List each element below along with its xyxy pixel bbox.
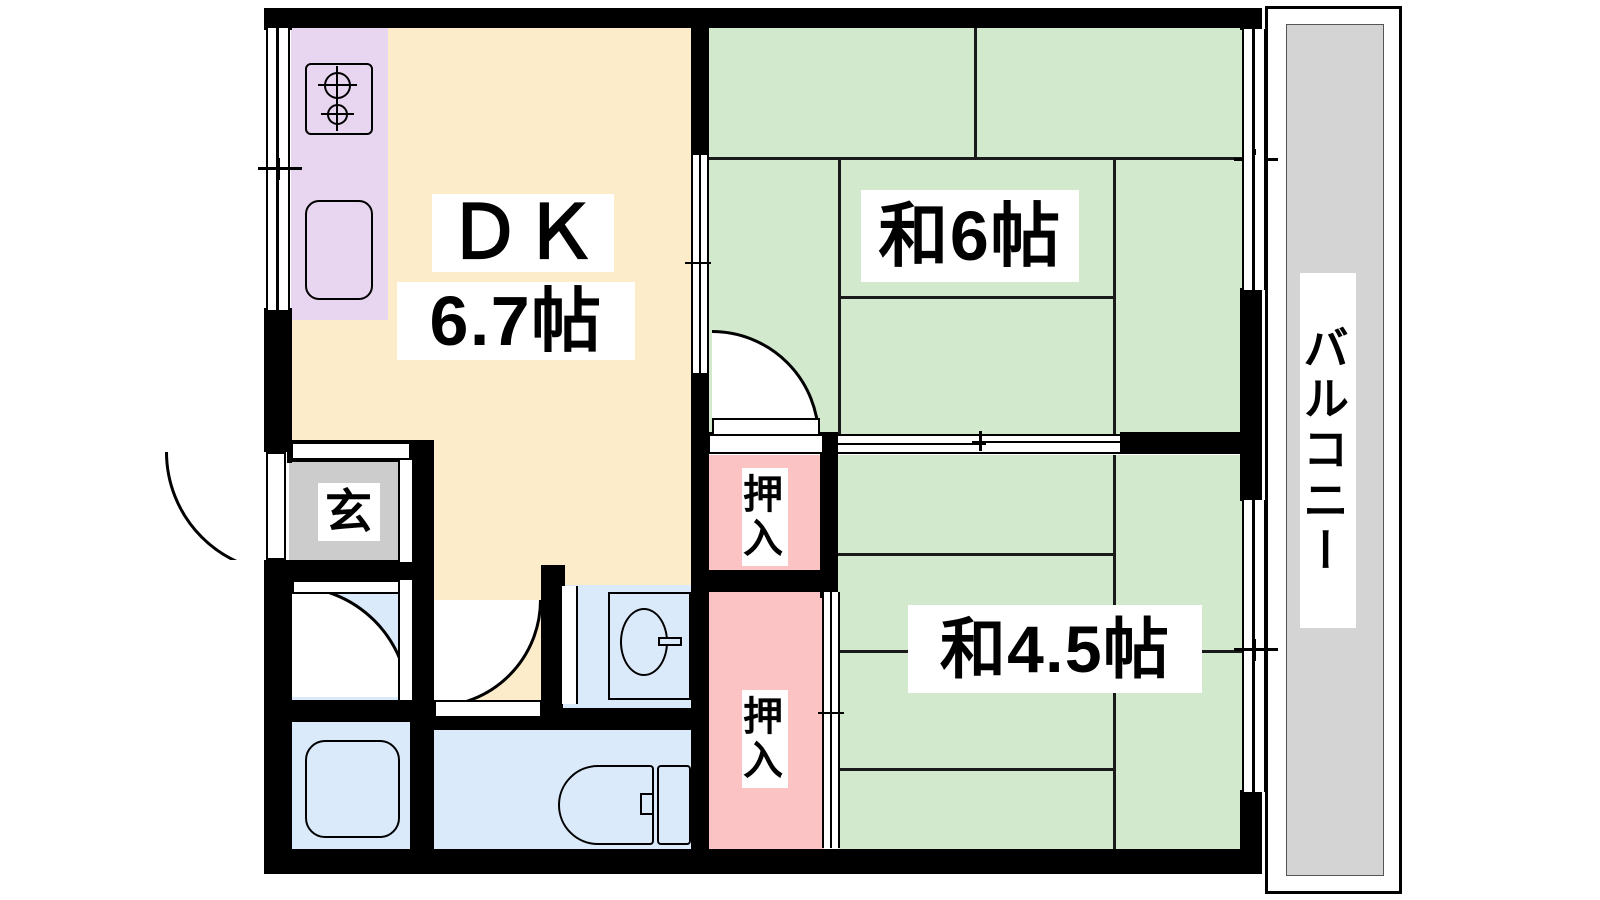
fusuma-panel-line-a — [838, 443, 986, 445]
balcony-outer-frame — [1265, 6, 1402, 894]
wall-bath-divider — [283, 700, 434, 722]
exterior-wall-right-top — [1240, 8, 1262, 30]
washitsu6-label: 和6帖 — [861, 190, 1079, 282]
dk-label-line2: 6.7帖 — [397, 282, 635, 360]
oshiire-lower-door-mullion — [830, 592, 832, 848]
wa6-door-jamb-handle — [685, 262, 711, 264]
kitchen-sink-icon — [305, 200, 373, 300]
washitsu45-label: 和4.5帖 — [908, 605, 1202, 693]
kitchen-window-handle — [258, 167, 302, 170]
wall-genkan-right — [410, 440, 434, 575]
partition-dk-washitsu-lower — [691, 370, 709, 575]
exterior-wall-right-mid — [1240, 288, 1262, 501]
genkan-door-jamb-right — [398, 460, 414, 562]
genkan-door-jamb-top — [291, 442, 411, 460]
exterior-wall-left-upper — [264, 8, 292, 30]
toilet-lever-icon — [640, 793, 654, 815]
closet-side-wall-upper — [820, 432, 838, 574]
bath-door-jamb — [398, 580, 414, 700]
entrance-door-leaf[interactable] — [266, 452, 286, 560]
exterior-wall-left-mid — [264, 308, 292, 463]
wa6-door-jamb-mullion — [699, 155, 701, 373]
toilet-tank-icon — [657, 765, 691, 845]
stove-burner-large-cross-v — [336, 66, 338, 105]
genkan-label: 玄 — [318, 483, 380, 541]
balcony-door-lower-handle — [1234, 648, 1278, 651]
oshiire-lower-door-handle — [818, 712, 844, 714]
bathtub-icon — [305, 740, 400, 838]
tatami-seam — [838, 768, 1116, 771]
partition-dk-washitsu-lower2 — [691, 575, 709, 874]
wall-washroom-left — [541, 565, 563, 720]
toilet-bowl-icon — [558, 765, 654, 845]
tatami-seam — [838, 296, 1116, 299]
wall-genkan-bottom — [264, 560, 434, 582]
bath-door-leaf[interactable] — [292, 580, 410, 594]
partition-between-tatami-rooms — [1120, 432, 1262, 454]
partition-dk-washitsu-upper — [691, 8, 709, 160]
dk-to-washitsu6-door-leaf[interactable] — [712, 418, 820, 436]
dk-to-washitsu6-door-swing[interactable] — [712, 330, 820, 435]
tatami-seam — [838, 553, 1116, 556]
exterior-wall-top — [264, 8, 1260, 28]
stove-burner-small-cross-v — [336, 98, 338, 131]
washroom-door-jamb — [560, 586, 578, 704]
kitchen-window-handle-v — [277, 158, 280, 180]
wash-basin-faucet-icon — [658, 637, 682, 646]
oshiire-upper-label: 押入 — [737, 468, 788, 566]
wall-washroom-top — [541, 565, 565, 587]
oshiire-upper-door[interactable] — [710, 434, 822, 454]
balcony-door-upperb-mullion — [1252, 155, 1255, 290]
dk-label-line1: ＤＫ — [432, 194, 614, 272]
dk-hallway-door-swing[interactable] — [434, 600, 542, 708]
wall-between-oshiire — [691, 570, 838, 592]
exterior-wall-right-bottom — [1240, 790, 1262, 874]
dk-hallway-door-leaf[interactable] — [434, 700, 542, 718]
tatami-seam — [974, 27, 977, 160]
fusuma-panel-line-b — [972, 441, 1120, 443]
bath-door-swing[interactable] — [292, 585, 410, 697]
balcony-label: バルコニー — [1297, 273, 1356, 628]
wall-bath-right — [410, 578, 434, 874]
fusuma-handle — [979, 431, 982, 451]
tatami-seam — [705, 157, 1251, 160]
balcony-door-lower-handle-v — [1253, 639, 1256, 661]
oshiire-lower-label: 押入 — [737, 690, 788, 788]
